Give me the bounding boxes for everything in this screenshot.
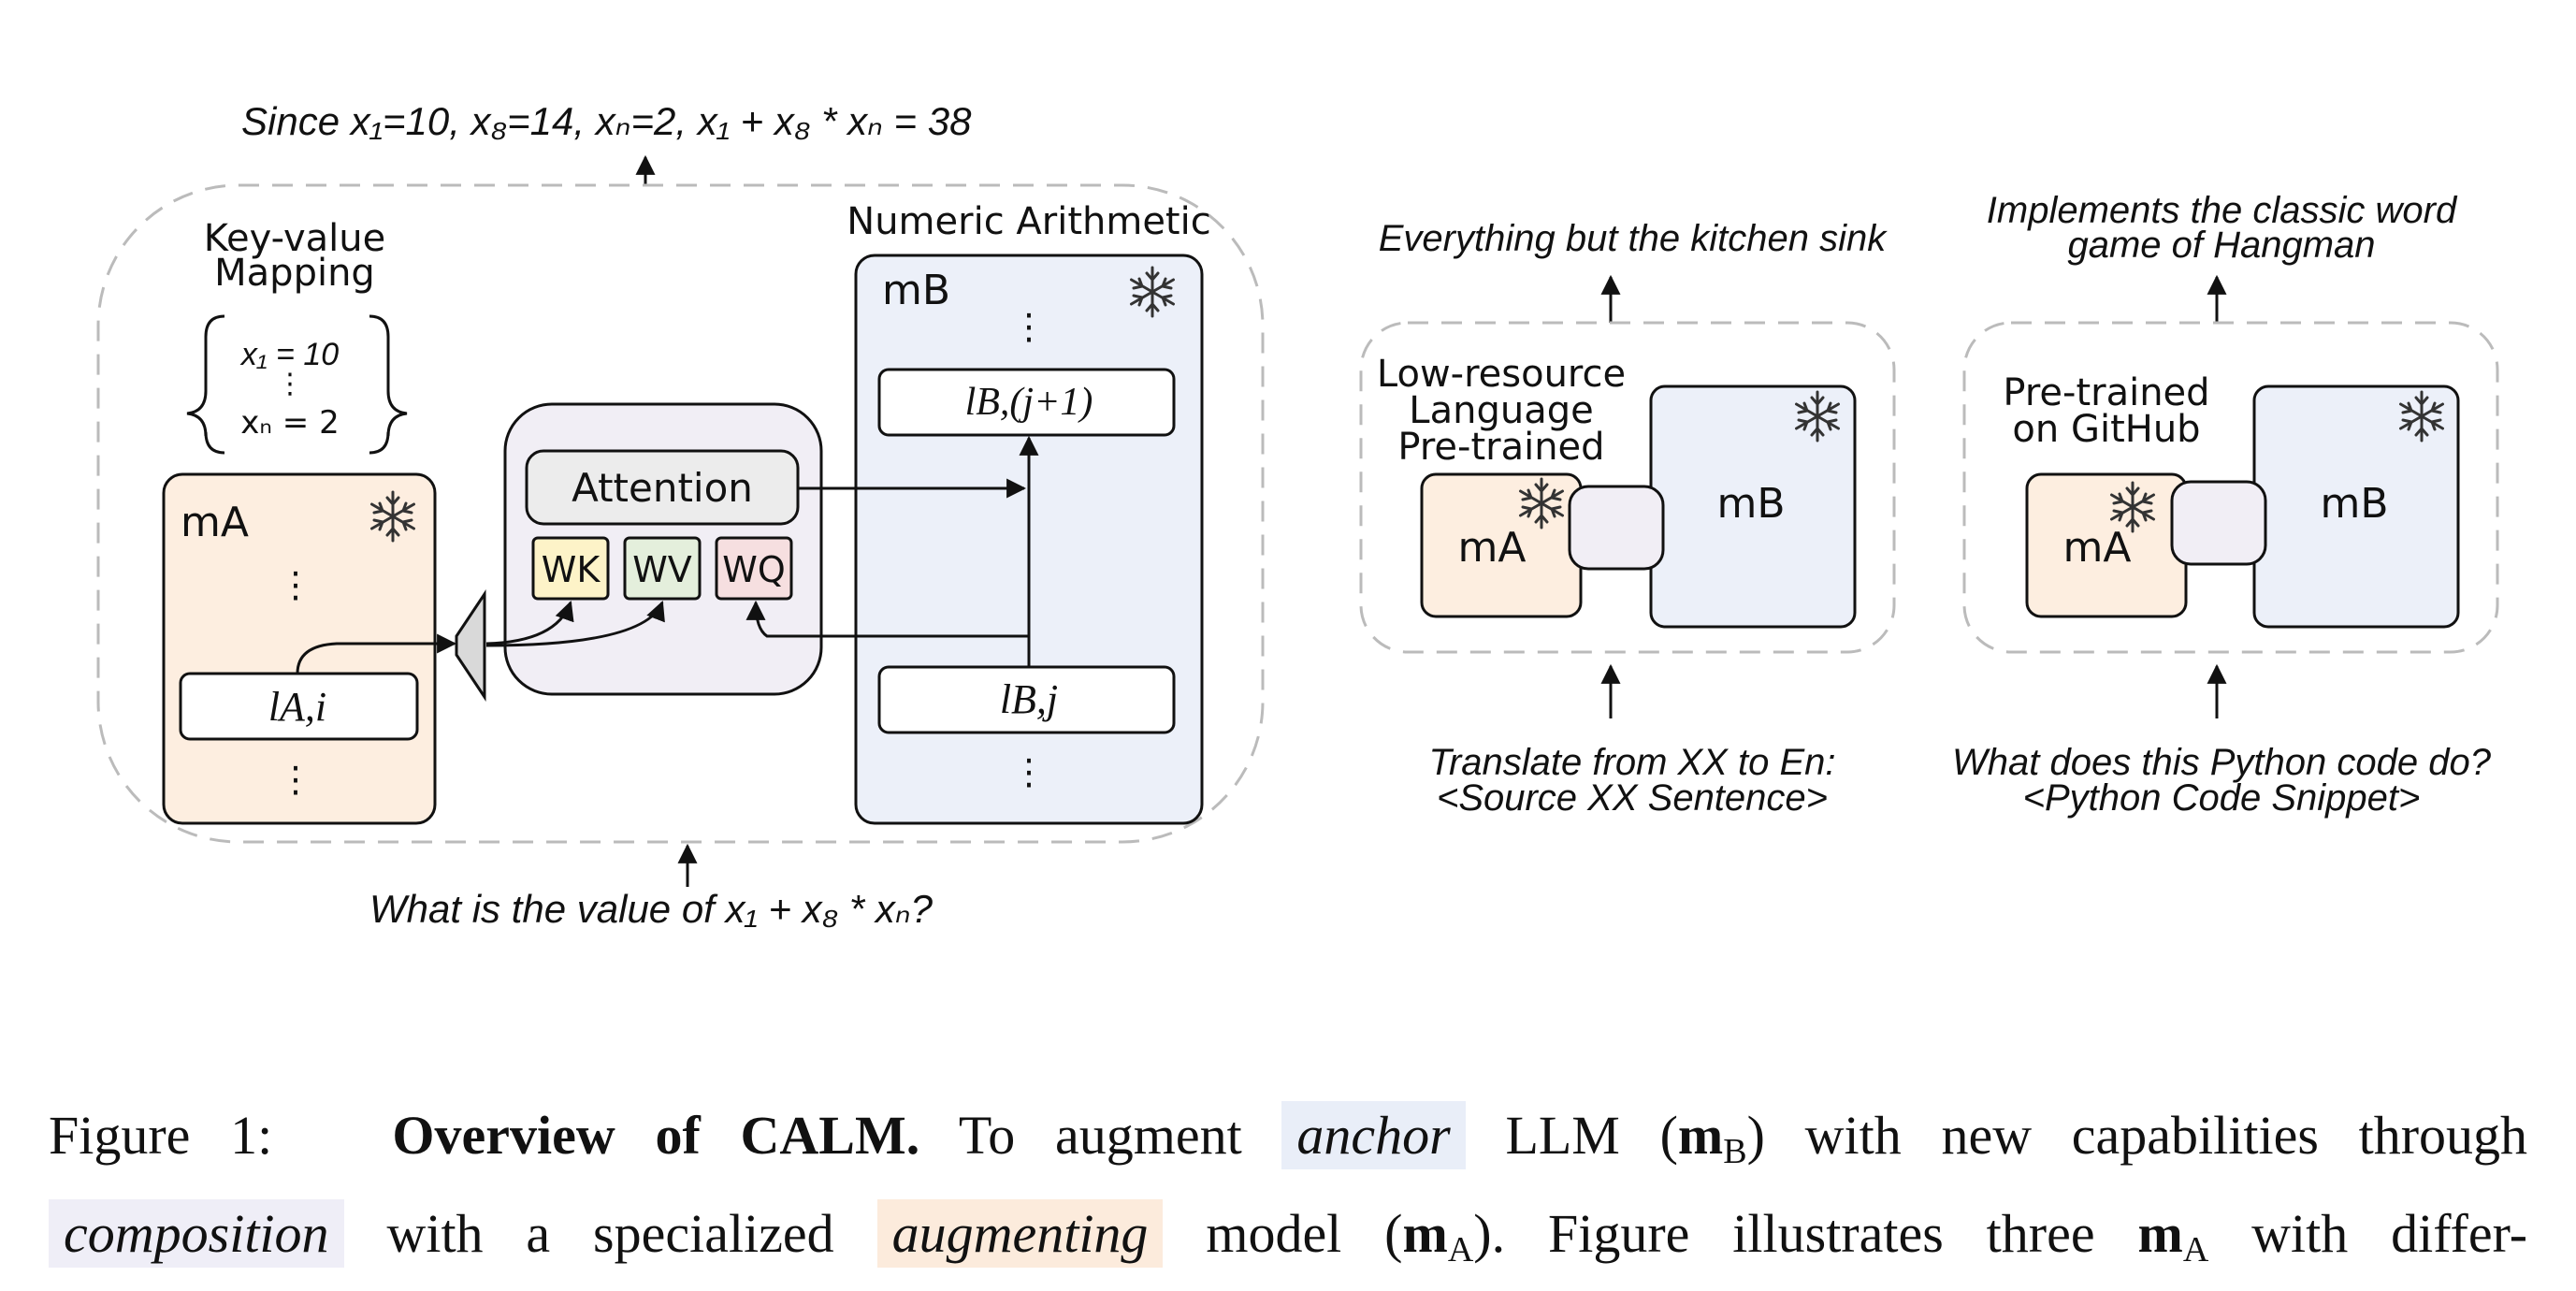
kv-brace-left [186,314,225,455]
middle-title-line2: Language [1409,389,1593,432]
middle-output-text: Everything but the kitchen sink [1379,218,1889,259]
left-panel: Since x₁=10, x₈=14, xₙ=2, x₁ + x₈ * xₙ =… [96,99,1265,931]
caption-ma: m [1402,1203,1448,1264]
caption-augmenting-highlight: augmenting [876,1199,1164,1268]
figure-caption: Figure 1: Overview of CALM. To augment a… [49,1095,2527,1291]
model-b-label: mB [882,267,950,314]
caption-anchor-highlight: anchor [1281,1101,1466,1169]
middle-panel: Everything but the kitchen sink Low-reso… [1359,218,1896,819]
layer-b-top-box [877,368,1176,437]
model-b-dots-top: ⋮ [1011,306,1047,347]
layer-b-bottom-label: lB,j [1000,676,1058,722]
layer-b-top-label: lB,(j+1) [965,381,1093,424]
caption-ma2: m [2137,1203,2183,1264]
caption-text-4: with a specialized [386,1203,834,1264]
right-title-line2: on GitHub [2012,408,2200,451]
layer-b-bottom-box [877,665,1176,734]
kv-brace-right [369,314,408,455]
middle-input-line1: Translate from XX to En: [1429,742,1836,783]
caption-text-2: LLM ( [1505,1105,1678,1166]
middle-dashed-boundary [1359,321,1896,654]
kv-dots: ⋮ [276,368,304,400]
model-a-dots-top: ⋮ [278,564,313,605]
kv-entry-2: xₙ = 2 [240,404,339,442]
middle-input-line2: <Source XX Sentence> [1437,777,1828,819]
wq-label: WQ [722,549,785,590]
layer-a-to-projection-arrow [296,633,457,675]
kv-title-line1: Key-value [204,217,385,260]
caption-composition-highlight: composition [49,1199,344,1268]
caption-text-1: To augment [958,1105,1242,1166]
caption-mb-sub: B [1723,1132,1747,1171]
model-a-label: mA [181,499,249,546]
caption-fig-label: Figure 1: [49,1105,273,1166]
caption-ma-sub: A [1447,1230,1474,1269]
layer-b-to-wq-arrow [745,600,1029,638]
middle-composition-box [1568,485,1665,571]
wk-box [531,536,610,601]
projection-trapezoid-icon [455,589,486,702]
right-input-line2: <Python Code Snippet> [2023,777,2421,819]
wv-label: WV [632,549,692,590]
wk-label: WK [542,549,601,590]
wq-box [715,536,793,601]
calm-overview-figure: Since x₁=10, x₈=14, xₙ=2, x₁ + x₈ * xₙ =… [96,99,2499,931]
left-dashed-boundary [96,183,1265,844]
wv-box [623,536,702,601]
projection-to-wv-arrow [485,601,665,647]
middle-title-line1: Low-resource [1377,353,1626,396]
caption-line-1: Figure 1: Overview of CALM. To augment a… [49,1095,2527,1193]
caption-text-3: ) with new capabilities through [1746,1105,2528,1166]
numeric-arithmetic-title: Numeric Arithmetic [847,200,1210,243]
left-output-text: Since x₁=10, x₈=14, xₙ=2, x₁ + x₈ * xₙ =… [241,99,972,143]
caption-text-5: model ( [1206,1203,1403,1264]
middle-model-b-label: mB [1716,480,1785,528]
right-composition-box [2170,480,2267,566]
caption-ma2-sub: A [2182,1230,2209,1269]
caption-text-7: with differ- [2251,1203,2528,1264]
right-title-line1: Pre-trained [2003,371,2209,414]
model-a-dots-bottom: ⋮ [278,759,313,800]
caption-bold-title: Overview of CALM. [392,1105,920,1166]
middle-title-line3: Pre-trained [1397,426,1604,469]
model-b-dots-bottom: ⋮ [1011,751,1047,792]
right-model-a-label: mA [2063,524,2132,572]
kv-entry-1: x₁ = 10 [239,337,339,372]
projection-to-wk-arrow [485,601,574,646]
attention-label: Attention [572,465,753,511]
caption-text-6: ). Figure illustrates three [1473,1203,2095,1264]
right-panel: Implements the classic word game of Hang… [1952,190,2499,819]
right-output-line1: Implements the classic word [1987,190,2458,231]
layer-a-label: lA,i [268,684,326,730]
left-input-text: What is the value of x₁ + x₈ * xₙ? [369,887,933,931]
caption-mb: m [1677,1105,1724,1166]
kv-title-line2: Mapping [214,252,375,295]
right-output-line2: game of Hangman [2067,225,2375,266]
right-model-b-label: mB [2320,480,2388,528]
caption-line-2: composition with a specialized augmentin… [49,1193,2527,1291]
right-dashed-boundary [1962,321,2499,654]
middle-model-a-label: mA [1458,524,1527,572]
right-input-line1: What does this Python code do? [1952,742,2492,783]
